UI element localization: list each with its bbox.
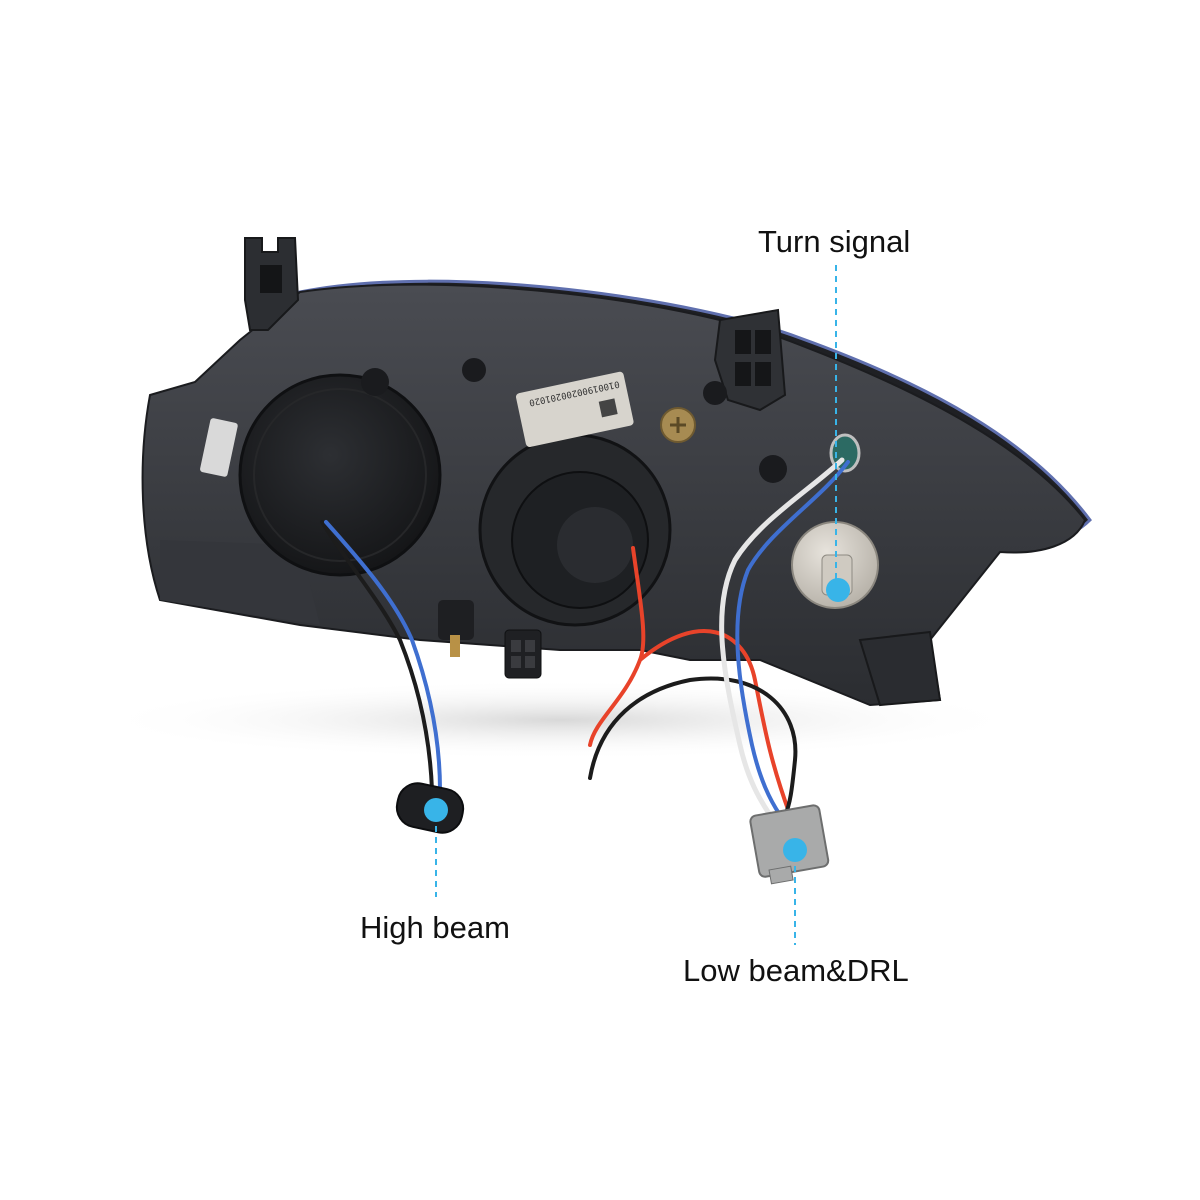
left-mount-slot <box>260 265 282 293</box>
right-mount-slot-4 <box>755 362 771 386</box>
adjuster-screw-cross <box>670 417 686 433</box>
low-beam-wire-black <box>588 676 798 817</box>
lower-left-block <box>160 540 320 625</box>
high-beam-dust-cap <box>238 373 442 577</box>
vent-plug-4 <box>759 455 787 483</box>
high-beam-cap-ring <box>253 388 427 562</box>
low-beam-marker <box>783 838 807 862</box>
high-beam-wire-blue <box>324 520 442 792</box>
harness-connector-slot-4 <box>525 656 535 668</box>
drl-wire-white <box>719 457 845 818</box>
harness-connector <box>504 629 542 679</box>
levelling-pin <box>450 635 460 657</box>
product-label: 01001900200201020 <box>516 371 634 447</box>
lower-right-bracket <box>858 630 942 707</box>
vent-plug-3 <box>703 381 727 405</box>
high-beam-wire-black <box>320 520 434 792</box>
high-beam-marker <box>424 798 448 822</box>
vent-plug-2 <box>462 358 486 382</box>
right-mount-slot-3 <box>735 362 751 386</box>
high-beam-label: High beam <box>360 910 510 945</box>
right-mount-slot-1 <box>735 330 751 354</box>
low-beam-cap-center <box>557 507 633 583</box>
harness-connector-slot-3 <box>511 656 521 668</box>
levelling-motor <box>438 600 474 640</box>
drl-wire-blue <box>735 460 850 817</box>
low-beam-drl-label: Low beam&DRL <box>683 953 909 988</box>
harness-connector-slot-2 <box>525 640 535 652</box>
turn-signal-marker <box>826 578 850 602</box>
housing-sticker <box>200 418 238 477</box>
harness-connector-slot-1 <box>511 640 521 652</box>
vent-plug-1 <box>361 368 389 396</box>
right-mount-slot-2 <box>755 330 771 354</box>
turn-signal-label: Turn signal <box>758 224 911 259</box>
low-beam-wire-red <box>588 546 792 817</box>
